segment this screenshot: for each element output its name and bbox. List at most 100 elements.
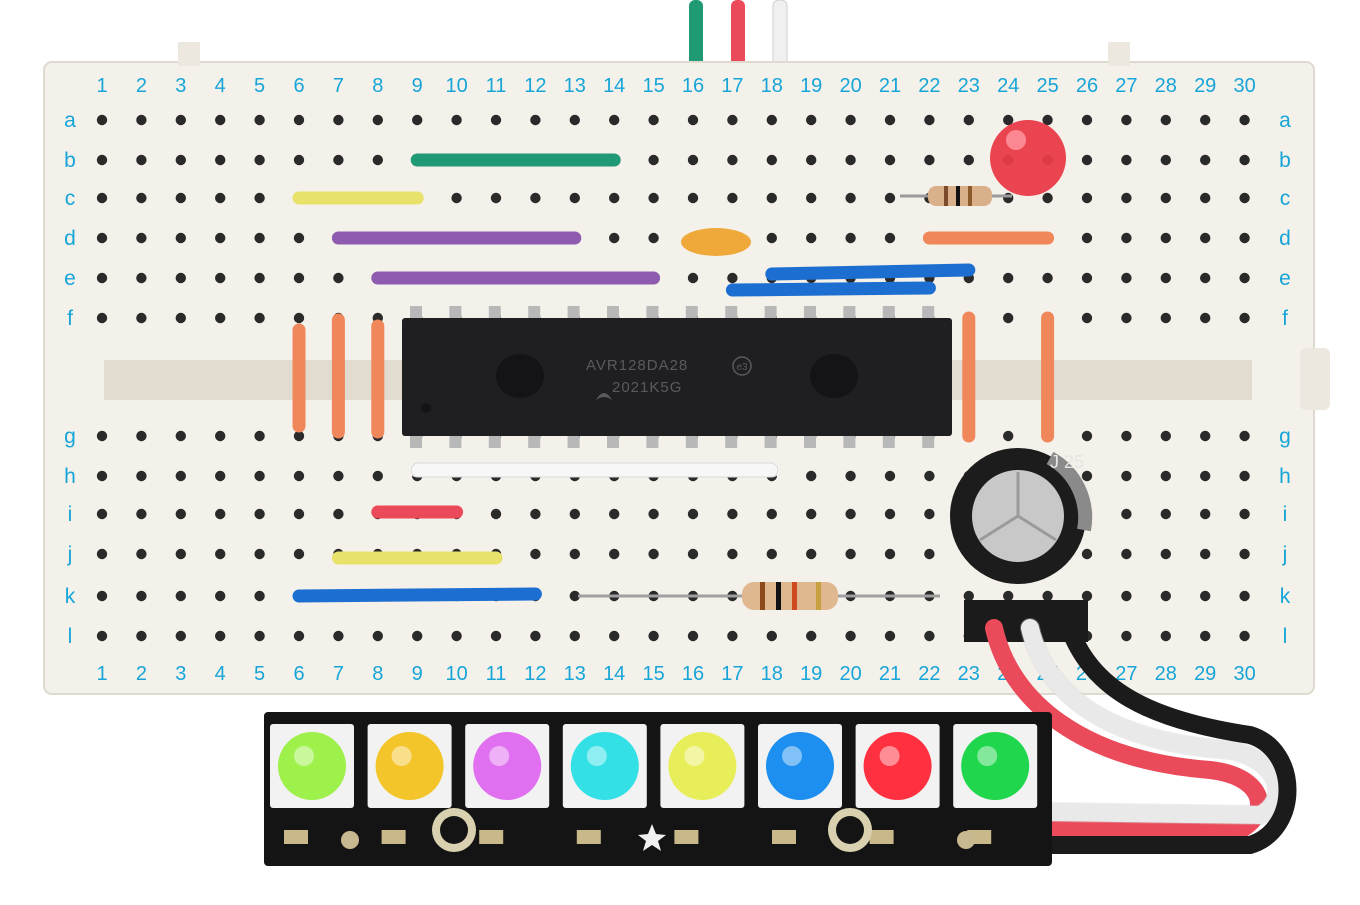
row-letter: k <box>1280 585 1291 608</box>
column-number: 1 <box>96 75 107 97</box>
column-number: 30 <box>1233 75 1255 97</box>
blue-jumper <box>765 263 976 281</box>
red-led <box>900 120 1066 206</box>
column-number: 6 <box>293 663 304 685</box>
microchip-logo-icon <box>596 393 612 400</box>
capacitor-marking: J 25 <box>1050 452 1084 472</box>
row-letter: j <box>67 543 73 566</box>
column-number: 5 <box>254 75 265 97</box>
column-number: 3 <box>175 663 186 685</box>
column-number: 2 <box>136 75 147 97</box>
column-number: 21 <box>879 75 901 97</box>
column-number: 7 <box>333 75 344 97</box>
row-letter: a <box>1279 109 1291 132</box>
column-number: 12 <box>524 75 546 97</box>
row-letter: a <box>64 109 76 132</box>
row-letter: f <box>67 307 73 330</box>
column-number: 29 <box>1194 663 1216 685</box>
column-number: 18 <box>761 663 783 685</box>
column-number: 20 <box>839 663 861 685</box>
pin-header-cable <box>964 600 1297 854</box>
column-number: 17 <box>721 75 743 97</box>
column-number: 8 <box>372 75 383 97</box>
row-letter: l <box>68 625 73 648</box>
chip-date-code: 2021K5G <box>612 379 682 396</box>
column-number: 1 <box>96 663 107 685</box>
column-number: 23 <box>958 663 980 685</box>
row-letter: h <box>1279 465 1291 488</box>
column-number: 19 <box>800 663 822 685</box>
column-number: 11 <box>486 75 507 97</box>
bottom-resistor <box>578 582 940 610</box>
column-number: 4 <box>215 75 226 97</box>
column-number: 25 <box>1036 75 1058 97</box>
column-number: 10 <box>445 663 467 685</box>
column-number: 20 <box>839 75 861 97</box>
column-number: 21 <box>879 663 901 685</box>
row-letter: f <box>1282 307 1288 330</box>
row-letter: i <box>68 503 73 526</box>
chip-part-number: AVR128DA28 <box>586 357 688 374</box>
led-strip-board <box>264 712 1052 866</box>
column-number: 28 <box>1155 75 1177 97</box>
star-logo-icon <box>638 824 666 851</box>
column-number: 29 <box>1194 75 1216 97</box>
row-letter: d <box>64 227 76 250</box>
column-number: 27 <box>1115 663 1137 685</box>
row-letter: b <box>1279 149 1291 172</box>
row-letter: e <box>64 267 76 290</box>
column-number: 9 <box>412 663 423 685</box>
column-number: 6 <box>293 75 304 97</box>
row-letter: g <box>1279 425 1291 448</box>
microcontroller-chip: AVR128DA28 e3 2021K5G <box>402 306 952 448</box>
column-number: 28 <box>1155 663 1177 685</box>
column-number: 22 <box>918 75 940 97</box>
column-number: 5 <box>254 663 265 685</box>
column-number: 12 <box>524 663 546 685</box>
electrolytic-capacitor: J 25 <box>950 448 1093 584</box>
row-letter: b <box>64 149 76 172</box>
column-number: 8 <box>372 663 383 685</box>
column-number: 4 <box>215 663 226 685</box>
row-letter: c <box>65 187 76 210</box>
blue-jumper <box>292 587 542 603</box>
column-number: 15 <box>642 663 664 685</box>
column-number: 26 <box>1076 75 1098 97</box>
column-number: 3 <box>175 75 186 97</box>
column-number: 23 <box>958 75 980 97</box>
row-letter: i <box>1283 503 1288 526</box>
column-number: 30 <box>1233 663 1255 685</box>
column-number: 13 <box>564 663 586 685</box>
row-letter: d <box>1279 227 1291 250</box>
column-number: 7 <box>333 663 344 685</box>
column-number: 17 <box>721 663 743 685</box>
row-letter: k <box>65 585 76 608</box>
column-number: 9 <box>412 75 423 97</box>
blue-jumper <box>725 281 936 297</box>
ceramic-capacitor <box>681 228 751 256</box>
row-letter: g <box>64 425 76 448</box>
row-letter: e <box>1279 267 1291 290</box>
column-number: 13 <box>564 75 586 97</box>
row-letter: c <box>1280 187 1291 210</box>
column-number: 16 <box>682 663 704 685</box>
column-number: 24 <box>997 75 1019 97</box>
column-number: 11 <box>486 663 507 685</box>
column-number: 19 <box>800 75 822 97</box>
column-number: 14 <box>603 75 625 97</box>
column-number: 2 <box>136 663 147 685</box>
row-letter: j <box>1282 543 1288 566</box>
column-number: 18 <box>761 75 783 97</box>
column-number: 15 <box>642 75 664 97</box>
column-number: 10 <box>445 75 467 97</box>
column-number: 16 <box>682 75 704 97</box>
chip-marking: e3 <box>736 362 748 373</box>
column-number: 22 <box>918 663 940 685</box>
jumper-wires <box>292 153 1055 603</box>
row-letter: h <box>64 465 76 488</box>
column-number: 27 <box>1115 75 1137 97</box>
